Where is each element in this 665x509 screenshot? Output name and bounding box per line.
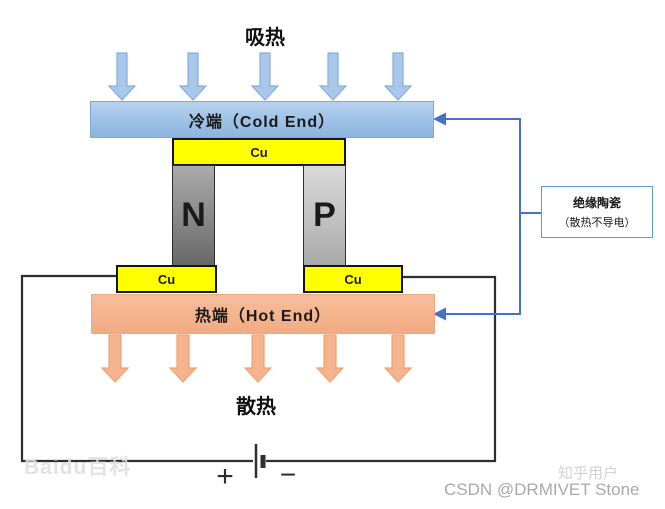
heat-out-arrow bbox=[100, 334, 130, 383]
p-type-pillar: P bbox=[303, 165, 346, 266]
heat-in-arrows bbox=[107, 52, 413, 101]
heat-in-arrow bbox=[318, 52, 348, 101]
battery-minus-sign: − bbox=[279, 459, 297, 490]
wire-right bbox=[266, 275, 497, 463]
csdn-watermark: CSDN @DRMIVET Stone bbox=[444, 480, 640, 499]
heat-out-arrow bbox=[243, 334, 273, 383]
heat-in-arrow bbox=[178, 52, 208, 101]
dissipate-heat-label: 散热 bbox=[236, 396, 276, 418]
heat-out-arrow bbox=[315, 334, 345, 383]
ceramic-callout-subtitle: （散热不导电） bbox=[558, 217, 636, 229]
ceramic-callout: 绝缘陶瓷 （散热不导电） bbox=[541, 186, 653, 238]
heat-in-arrow bbox=[383, 52, 413, 101]
copper-plate-bottom-left: Cu bbox=[116, 265, 217, 293]
heat-out-arrow bbox=[168, 334, 198, 383]
battery-plus-sign: + bbox=[216, 460, 234, 493]
heat-out-arrow bbox=[383, 334, 413, 383]
copper-plate-top: Cu bbox=[172, 138, 346, 166]
heat-out-arrows bbox=[100, 334, 413, 383]
baidu-watermark: Baidu百科 bbox=[24, 456, 132, 479]
arrowhead-to-cold-end bbox=[433, 112, 446, 126]
ceramic-connector bbox=[433, 112, 541, 321]
hot-end-plate: 热端（Hot End） bbox=[91, 294, 435, 334]
wire-left bbox=[20, 274, 253, 463]
heat-in-arrow bbox=[250, 52, 280, 101]
cold-end-plate: 冷端（Cold End） bbox=[90, 101, 434, 138]
circuit-wire bbox=[20, 274, 497, 463]
battery-icon bbox=[254, 444, 266, 478]
zhihu-watermark: 知乎用户 bbox=[558, 465, 619, 482]
heat-in-arrow bbox=[107, 52, 137, 101]
arrowhead-to-hot-end bbox=[433, 307, 446, 321]
copper-plate-bottom-right: Cu bbox=[303, 265, 403, 293]
absorb-heat-label: 吸热 bbox=[245, 27, 285, 49]
ceramic-callout-title: 绝缘陶瓷 bbox=[572, 196, 621, 210]
n-type-pillar: N bbox=[172, 165, 215, 266]
